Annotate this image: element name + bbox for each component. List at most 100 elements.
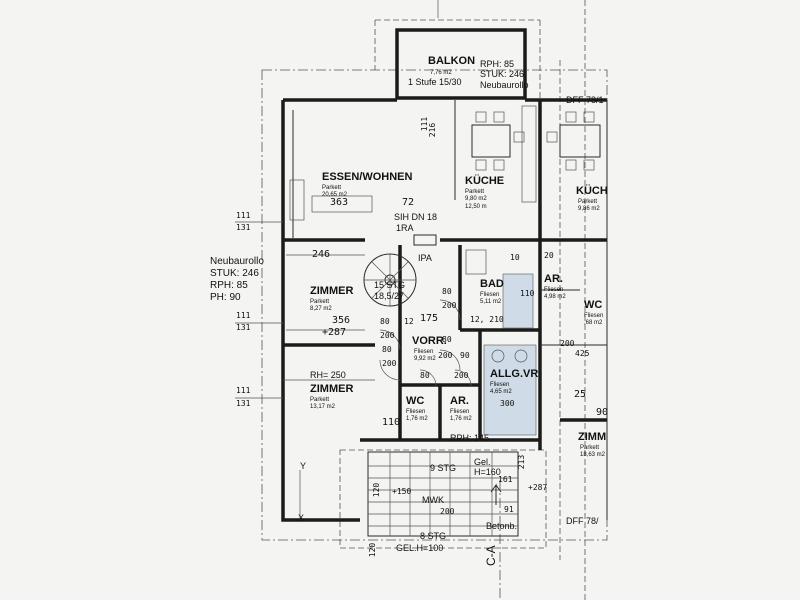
- dim-10: 10: [510, 253, 520, 262]
- wc-right-area: ,68 m2: [584, 320, 603, 326]
- vorr-floor: Fliesen: [414, 349, 434, 355]
- dim-200c: 200: [382, 359, 397, 368]
- dim-80a: 80: [380, 317, 390, 326]
- dim-200f: 200: [560, 339, 575, 348]
- bad-floor: Fliesen: [480, 292, 500, 298]
- dim-200g: 200: [440, 507, 455, 516]
- balkon-name: BALKON: [428, 55, 476, 67]
- note-mwk: MWK: [422, 495, 444, 505]
- vorr-name: VORR.: [412, 335, 447, 347]
- dim-80c: 80: [382, 345, 392, 354]
- kueche-name: KÜCHE: [465, 175, 505, 187]
- dim-161: 161: [498, 475, 513, 484]
- bad-area: 5,11 m2: [480, 299, 502, 305]
- ar-right-name: AR.: [544, 273, 563, 285]
- dim-12: 12: [404, 317, 414, 326]
- dimension-lines: [235, 221, 375, 520]
- ar-right-area: 4,98 m2: [544, 294, 566, 300]
- dim-110b: 110: [520, 289, 535, 298]
- essen-area: 20,65 m2: [322, 192, 348, 198]
- dim-111: 111: [420, 116, 430, 132]
- mark-y: Y: [300, 461, 307, 471]
- note-ira: 1RA: [396, 223, 414, 233]
- note-gelh100: GEL.H=100: [396, 543, 444, 553]
- wc-area: 1,76 m2: [406, 416, 428, 422]
- duct-box: [413, 234, 437, 246]
- dim-80d: 80: [442, 335, 452, 344]
- sideboard: [311, 195, 373, 213]
- dim-90: 90: [460, 351, 470, 360]
- level-b3: 131: [236, 399, 251, 408]
- level-b2: 131: [236, 323, 251, 332]
- dim-287: +287: [322, 327, 347, 338]
- left-note-4: PH: 90: [210, 292, 241, 303]
- ar-floor: Fliesen: [450, 409, 470, 415]
- balkon-note: 1 Stufe 15/30: [408, 77, 462, 87]
- note-rph145: RPH: 145: [450, 433, 490, 443]
- bathtub: [502, 273, 534, 329]
- kueche-right-name: KÜCH: [576, 185, 608, 197]
- note-gel160: Gel.: [474, 457, 491, 467]
- dim-300: 300: [500, 399, 515, 408]
- note-neubaurollo: Neubaurollo: [480, 80, 529, 90]
- zimmer2-floor: Parkett: [310, 397, 330, 403]
- kueche-area: 9,80 m2: [465, 196, 487, 202]
- allg-area: 4,65 m2: [490, 389, 512, 395]
- dim-200d: 200: [438, 351, 453, 360]
- dim-363: 363: [330, 197, 349, 208]
- level-a1: 111: [236, 211, 251, 220]
- note-stg15a: 15 STG: [374, 280, 406, 290]
- kueche-right-floor: Parkett: [578, 199, 598, 205]
- kitchen-counter: [521, 105, 537, 203]
- dim-356: 356: [332, 315, 351, 326]
- note-stuk246: STUK: 246: [480, 69, 525, 79]
- note-rh250: RH= 250: [310, 370, 346, 380]
- dim-72: 72: [402, 197, 415, 208]
- zimmer2-name: ZIMMER: [310, 383, 354, 395]
- left-note-3: RPH: 85: [210, 280, 248, 291]
- shower: [465, 249, 487, 275]
- note-gel160b: H=160: [474, 467, 501, 477]
- sofa: [289, 179, 305, 221]
- note-dff-top: DFF 78/1: [566, 95, 604, 105]
- section-mark: C-A: [484, 545, 498, 566]
- note-stg8: 8 STG: [420, 531, 447, 541]
- kueche-floor: Parkett: [465, 189, 485, 195]
- dim-200e: 200: [454, 371, 469, 380]
- wc-right-floor: Fliesen: [584, 313, 604, 319]
- dim-120: 120: [372, 482, 382, 498]
- kueche-right-area: 9,86 m2: [578, 206, 600, 212]
- dim-150: +150: [392, 487, 412, 496]
- balkon-area: 7,76 m2: [430, 70, 452, 76]
- note-rph85: RPH: 85: [480, 59, 515, 69]
- kueche-extra: 12,50 m: [465, 204, 487, 210]
- note-dff-bottom: DFF 78/: [566, 516, 599, 526]
- dim-20: 20: [544, 251, 554, 260]
- washbasin-1: [491, 349, 505, 363]
- dim-80b: 80: [442, 287, 452, 296]
- dining-table: [471, 124, 511, 158]
- ar-area: 1,76 m2: [450, 416, 472, 422]
- dim-425: 425: [575, 349, 590, 358]
- zimm-right-area: 18,63 m2: [580, 452, 606, 458]
- dim-120b: 120: [368, 542, 378, 558]
- dim-213: 213: [517, 454, 527, 470]
- essen-name: ESSEN/WOHNEN: [322, 171, 413, 183]
- zimmer1-area: 8,27 m2: [310, 306, 332, 312]
- dim-91: 91: [504, 505, 514, 514]
- ar-name: AR.: [450, 395, 469, 407]
- balkon-wall: [395, 28, 527, 100]
- dim-80e: 80: [420, 371, 430, 380]
- spiral-stair-treads: [364, 254, 416, 306]
- wc-floor: Fliesen: [406, 409, 426, 415]
- level-b1: 131: [236, 223, 251, 232]
- bad-name: BAD: [480, 278, 504, 290]
- lower-stair: [367, 451, 519, 537]
- door-swings: [379, 299, 472, 387]
- dim-216: 216: [428, 122, 438, 138]
- note-stg9: 9 STG: [430, 463, 457, 473]
- note-betonb: Betonb.: [486, 521, 518, 531]
- note-ipa: IPA: [418, 253, 432, 263]
- essen-floor: Parkett: [322, 185, 342, 191]
